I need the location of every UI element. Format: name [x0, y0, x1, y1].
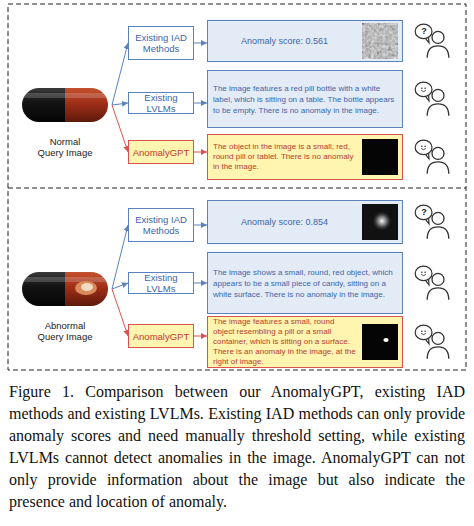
arrow-connector: [194, 336, 207, 337]
node-text: Abnormal Query Image: [37, 320, 94, 342]
pill-half: [65, 272, 108, 306]
arrow-connector: [194, 225, 207, 226]
node-text: Existing IAD Methods: [132, 214, 190, 236]
arrow-connector: [194, 152, 207, 153]
mask-thumbnail: [362, 139, 398, 175]
mask-thumbnail: [362, 324, 398, 360]
panel-frame: [8, 4, 466, 370]
method-box: Existing LVLMs: [128, 272, 194, 294]
method-box: Existing IAD Methods: [128, 208, 194, 242]
node-text: Normal Query Image: [37, 136, 94, 158]
node-text: The image shows a small, round, red obje…: [213, 267, 397, 300]
user-icon: [415, 24, 449, 58]
arrow-connector: [194, 43, 207, 44]
arrow-connector: [194, 283, 207, 284]
node-text: The image features a red pill bottle wit…: [213, 83, 397, 116]
smiley-symbol: [421, 145, 426, 149]
method-box: AnomalyGPT: [128, 140, 194, 164]
query-image: Normal Query Image: [18, 84, 112, 158]
pill-half: [22, 88, 66, 122]
node-text: AnomalyGPT: [133, 147, 190, 158]
output-box: The image features a small, round object…: [207, 316, 403, 368]
figure-caption: Figure 1. Comparison between our Anomaly…: [9, 381, 465, 513]
method-box: AnomalyGPT: [128, 324, 194, 348]
node-text: The image features a small, round object…: [213, 317, 356, 367]
node-text: Anomaly score: 0.854: [241, 217, 328, 228]
arrow-connector: [112, 289, 128, 336]
abnormal-pill: [22, 272, 108, 306]
pill-defect: [81, 283, 93, 291]
panel-divider: [8, 188, 466, 189]
pill-half: [22, 272, 66, 306]
output-box: Anomaly score: 0.854: [207, 200, 403, 244]
node-text: Anomaly score: 0.561: [241, 36, 328, 47]
arrow-connector: [112, 105, 128, 152]
output-box: The image shows a small, round, red obje…: [207, 252, 403, 314]
user-icon: [415, 205, 449, 239]
arrow-connector: [194, 103, 207, 104]
node-text: AnomalyGPT: [133, 331, 190, 342]
arrow-connector: [112, 225, 128, 289]
smiley-symbol: [421, 330, 426, 334]
smiley-symbol: [421, 271, 426, 275]
pill-shine: [22, 277, 108, 282]
bubble-mark: ?: [418, 206, 430, 219]
output-box: Anomaly score: 0.561: [207, 20, 403, 62]
arrow-connector: [112, 43, 128, 105]
arrow-connector: [112, 103, 128, 105]
arrow-connector: [112, 283, 128, 289]
heatmap-thumbnail: [362, 23, 398, 59]
connector-layer: [112, 43, 207, 336]
mask-spot: [383, 338, 388, 342]
heatmap-thumbnail: [362, 204, 398, 240]
query-image: Abnormal Query Image: [18, 268, 112, 342]
user-icon: [415, 325, 449, 359]
bubble-mark: ?: [418, 25, 430, 38]
method-box: Existing IAD Methods: [128, 26, 194, 60]
pill-half: [65, 88, 108, 122]
user-icon: [415, 266, 449, 300]
pill-shine: [22, 93, 108, 98]
node-text: Existing LVLMs: [132, 92, 190, 114]
pill-defect: [75, 281, 97, 295]
normal-pill: [22, 88, 108, 122]
heatmap-spot: [372, 211, 392, 231]
node-text: Existing IAD Methods: [132, 32, 190, 54]
output-box: The image features a red pill bottle wit…: [207, 70, 403, 128]
smiley-symbol: [421, 87, 426, 91]
output-box: The object in the image is a small, red,…: [207, 134, 403, 180]
node-text: The object in the image is a small, red,…: [213, 142, 356, 172]
user-icon: [415, 140, 449, 174]
method-box: Existing LVLMs: [128, 92, 194, 114]
user-icon: [415, 82, 449, 116]
node-text: Existing LVLMs: [132, 272, 190, 294]
